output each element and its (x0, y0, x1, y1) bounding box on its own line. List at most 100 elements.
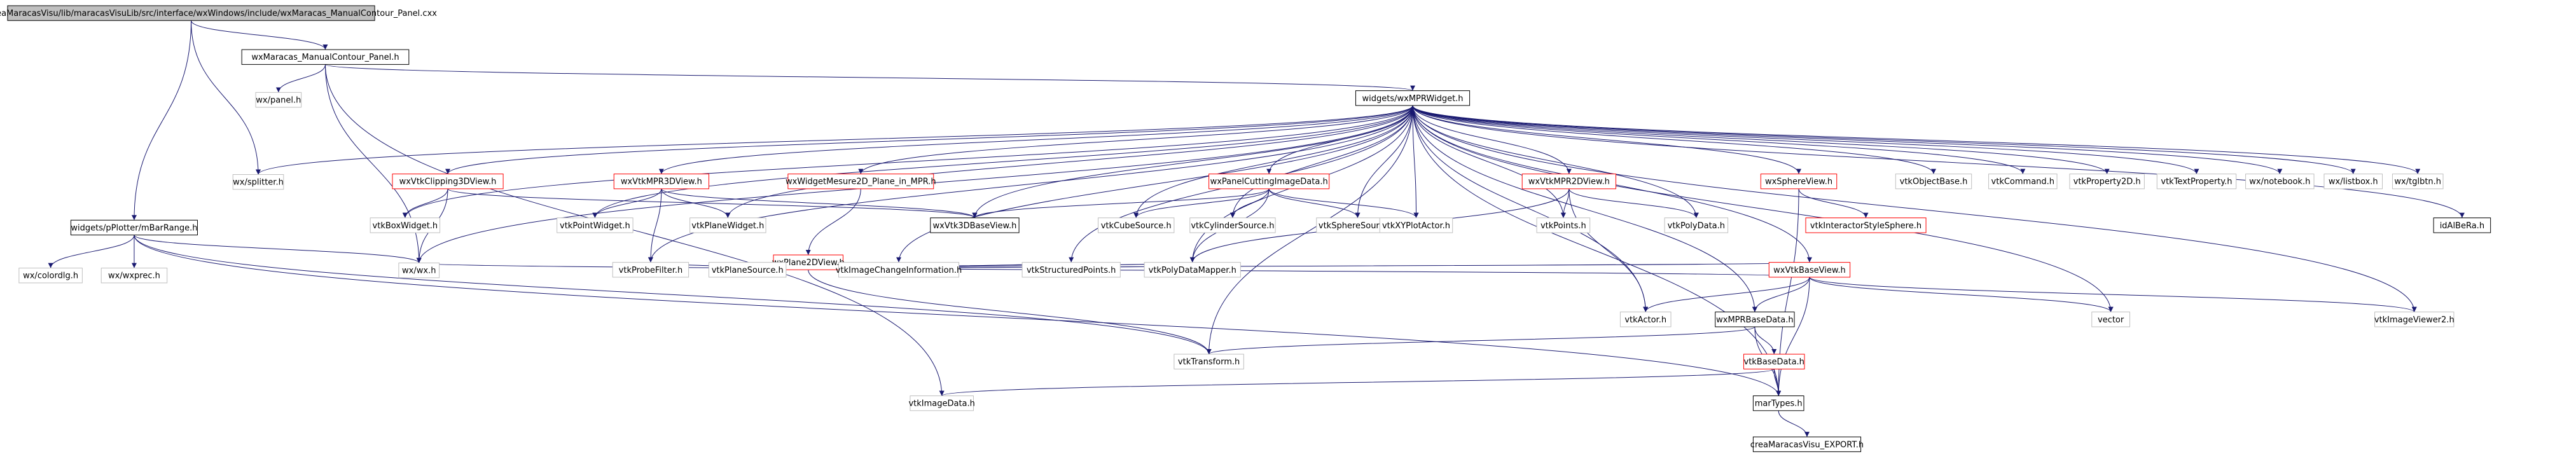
node-vtkprop2d[interactable]: vtkProperty2D.h (2069, 174, 2145, 189)
node-pplotter[interactable]: widgets/pPlotter/mBarRange.h (70, 219, 198, 236)
node-label: marTypes.h (1755, 399, 1803, 409)
node-box (100, 268, 168, 284)
node-vtkpoints[interactable]: vtkPoints.h (1536, 217, 1591, 233)
node-box (689, 217, 766, 233)
node-clip3d[interactable]: wxVtkClipping3DView.h (392, 174, 504, 189)
edge-vtkbaseview-to-vtkactor (1643, 277, 1810, 312)
edge-panelh-to-mprwidget (324, 64, 1415, 92)
node-label: wxVtkMPR2DView.h (1528, 177, 1610, 187)
node-export[interactable]: creaMaracasVisu_EXPORT.h (1750, 436, 1864, 452)
node-box (70, 219, 198, 236)
node-wxpanel[interactable]: wx/panel.h (255, 92, 302, 108)
node-wxwxprec[interactable]: wx/wxprec.h (100, 268, 168, 284)
node-mpr3d[interactable]: wxVtkMPR3DView.h (613, 174, 709, 189)
node-wxlistbox[interactable]: wx/listbox.h (2323, 174, 2383, 189)
node-boxwidget[interactable]: vtkBoxWidget.h (370, 217, 441, 233)
node-vector[interactable]: vector (2091, 312, 2130, 327)
node-vtkbasedata[interactable]: vtkBaseData.h (1743, 354, 1805, 369)
node-box (2156, 174, 2237, 189)
node-interstyle[interactable]: vtkInteractorStyleSphere.h (1805, 217, 1927, 233)
node-planewidget[interactable]: vtkPlaneWidget.h (689, 217, 766, 233)
node-box (1715, 312, 1795, 327)
edge-mprwidget-to-spheresource (1355, 105, 1413, 218)
node-panelh[interactable]: wxMaracas_ManualContour_Panel.h (241, 49, 410, 65)
node-mpr2d[interactable]: wxVtkMPR2DView.h (1521, 174, 1616, 189)
node-box (232, 174, 284, 190)
node-box (787, 174, 934, 189)
edge-mprwidget-to-vtktextprop (1412, 105, 2199, 174)
node-label: vtkImageChangeInformation.h (836, 266, 962, 275)
edge-mpr3d-to-probefilter (647, 188, 662, 263)
node-mprbasedata[interactable]: wxMPRBaseData.h (1715, 312, 1795, 327)
node-label: wxMPRBaseData.h (1716, 315, 1793, 325)
node-root[interactable]: C:/Creatis/creaMaracasVisu/lib/maracasVi… (0, 5, 437, 21)
edge-panelh-to-wxpanel (275, 64, 326, 93)
edge-mprwidget-to-polydata (1412, 105, 1699, 218)
node-probefilter[interactable]: vtkProbeFilter.h (612, 262, 689, 278)
node-box (613, 174, 709, 189)
node-label: wx/splitter.h (233, 178, 284, 188)
edge-clip3d-to-vtk3dbase (447, 188, 978, 219)
node-box (2374, 312, 2455, 327)
node-idalbera[interactable]: idAlBeRa.h (2433, 217, 2491, 233)
node-mprwidget[interactable]: widgets/wxMPRWidget.h (1355, 90, 1471, 106)
edge-root-to-panelh (191, 20, 328, 50)
node-cubesource[interactable]: vtkCubeSource.h (1097, 217, 1175, 233)
node-label: vtkBoxWidget.h (373, 221, 438, 231)
node-vtkobjectbase[interactable]: vtkObjectBase.h (1895, 174, 1972, 189)
node-imgchange[interactable]: vtkImageChangeInformation.h (836, 262, 962, 278)
node-vtktransform[interactable]: vtkTransform.h (1174, 354, 1244, 369)
node-vtk3dbase[interactable]: wxVtk3DBaseView.h (930, 217, 1020, 233)
node-label: vtkPoints.h (1541, 221, 1586, 231)
edge-vtkbaseview-to-imgviewer2 (1809, 277, 2417, 313)
node-label: vtkCylinderSource.h (1191, 221, 1274, 231)
edge-mprwidget-to-idalbera (1412, 105, 2465, 218)
node-wxcolordlg[interactable]: wx/colordlg.h (18, 268, 83, 284)
node-box (1768, 262, 1851, 278)
node-label: vtkImageData.h (908, 399, 974, 409)
node-label: wxVtk3DBaseView.h (933, 221, 1017, 231)
node-martypes[interactable]: marTypes.h (1752, 396, 1804, 411)
node-box (1189, 217, 1276, 233)
edge-mprwidget-to-vtkcommand (1412, 105, 2026, 174)
node-wxsplitter[interactable]: wx/splitter.h (232, 174, 284, 190)
edge-mprwidget-to-mprbasedata (1412, 105, 1757, 312)
node-imgviewer2[interactable]: vtkImageViewer2.h (2374, 312, 2455, 327)
node-label: vtkSphereSource.h (1319, 221, 1397, 231)
edge-panelcut-to-vtk3dbase (972, 188, 1270, 219)
node-box (930, 217, 1020, 233)
node-polydata[interactable]: vtkPolyData.h (1664, 217, 1729, 233)
node-wxtglbtn[interactable]: wx/tglbtn.h (2392, 174, 2444, 189)
node-label: vtkProbeFilter.h (619, 266, 683, 275)
node-box (2069, 174, 2145, 189)
node-vtkactor[interactable]: vtkActor.h (1619, 312, 1672, 327)
node-wxwx[interactable]: wx/wx.h (398, 263, 440, 279)
node-box (255, 92, 302, 108)
node-label: vtkPolyData.h (1668, 221, 1725, 231)
node-xyplot[interactable]: vtkXYPlotActor.h (1379, 217, 1453, 233)
node-planesource[interactable]: vtkPlaneSource.h (708, 262, 787, 278)
node-imagedata[interactable]: vtkImageData.h (908, 396, 975, 411)
node-cylsource[interactable]: vtkCylinderSource.h (1189, 217, 1276, 233)
node-structpoints[interactable]: vtkStructuredPoints.h (1021, 262, 1121, 278)
node-box (1355, 90, 1471, 106)
node-plane2d[interactable]: wxPlane2DView.h (772, 254, 845, 270)
node-label: wx/wx.h (402, 266, 436, 276)
node-vtktextprop[interactable]: vtkTextProperty.h (2156, 174, 2237, 189)
edge-panelh-to-imagedata (324, 64, 945, 396)
node-polymapper[interactable]: vtkPolyDataMapper.h (1144, 262, 1241, 278)
edge-pplotter-to-wxwx (134, 235, 422, 263)
node-box (1752, 436, 1862, 452)
node-vtkbaseview[interactable]: wxVtkBaseView.h (1768, 262, 1851, 278)
node-vtkcommand[interactable]: vtkCommand.h (1988, 174, 2058, 189)
node-panelcut[interactable]: wxPanelCuttingImageData.h (1208, 174, 1330, 189)
node-label: wxMaracas_ManualContour_Panel.h (251, 53, 399, 62)
node-pointwidget[interactable]: vtkPointWidget.h (557, 217, 634, 233)
node-wxnotebook[interactable]: wx/notebook.h (2245, 174, 2315, 189)
node-spheresource[interactable]: vtkSphereSource.h (1316, 217, 1399, 233)
node-wmeasure[interactable]: wxWidgetMesure2D_Plane_in_MPR.h (786, 174, 936, 189)
edge-mpr3d-to-vtk3dbase (661, 188, 978, 219)
node-label: vector (2098, 315, 2124, 325)
node-sphereview[interactable]: wxSphereView.h (1760, 174, 1838, 189)
node-label: vtkImageViewer2.h (2374, 315, 2455, 325)
